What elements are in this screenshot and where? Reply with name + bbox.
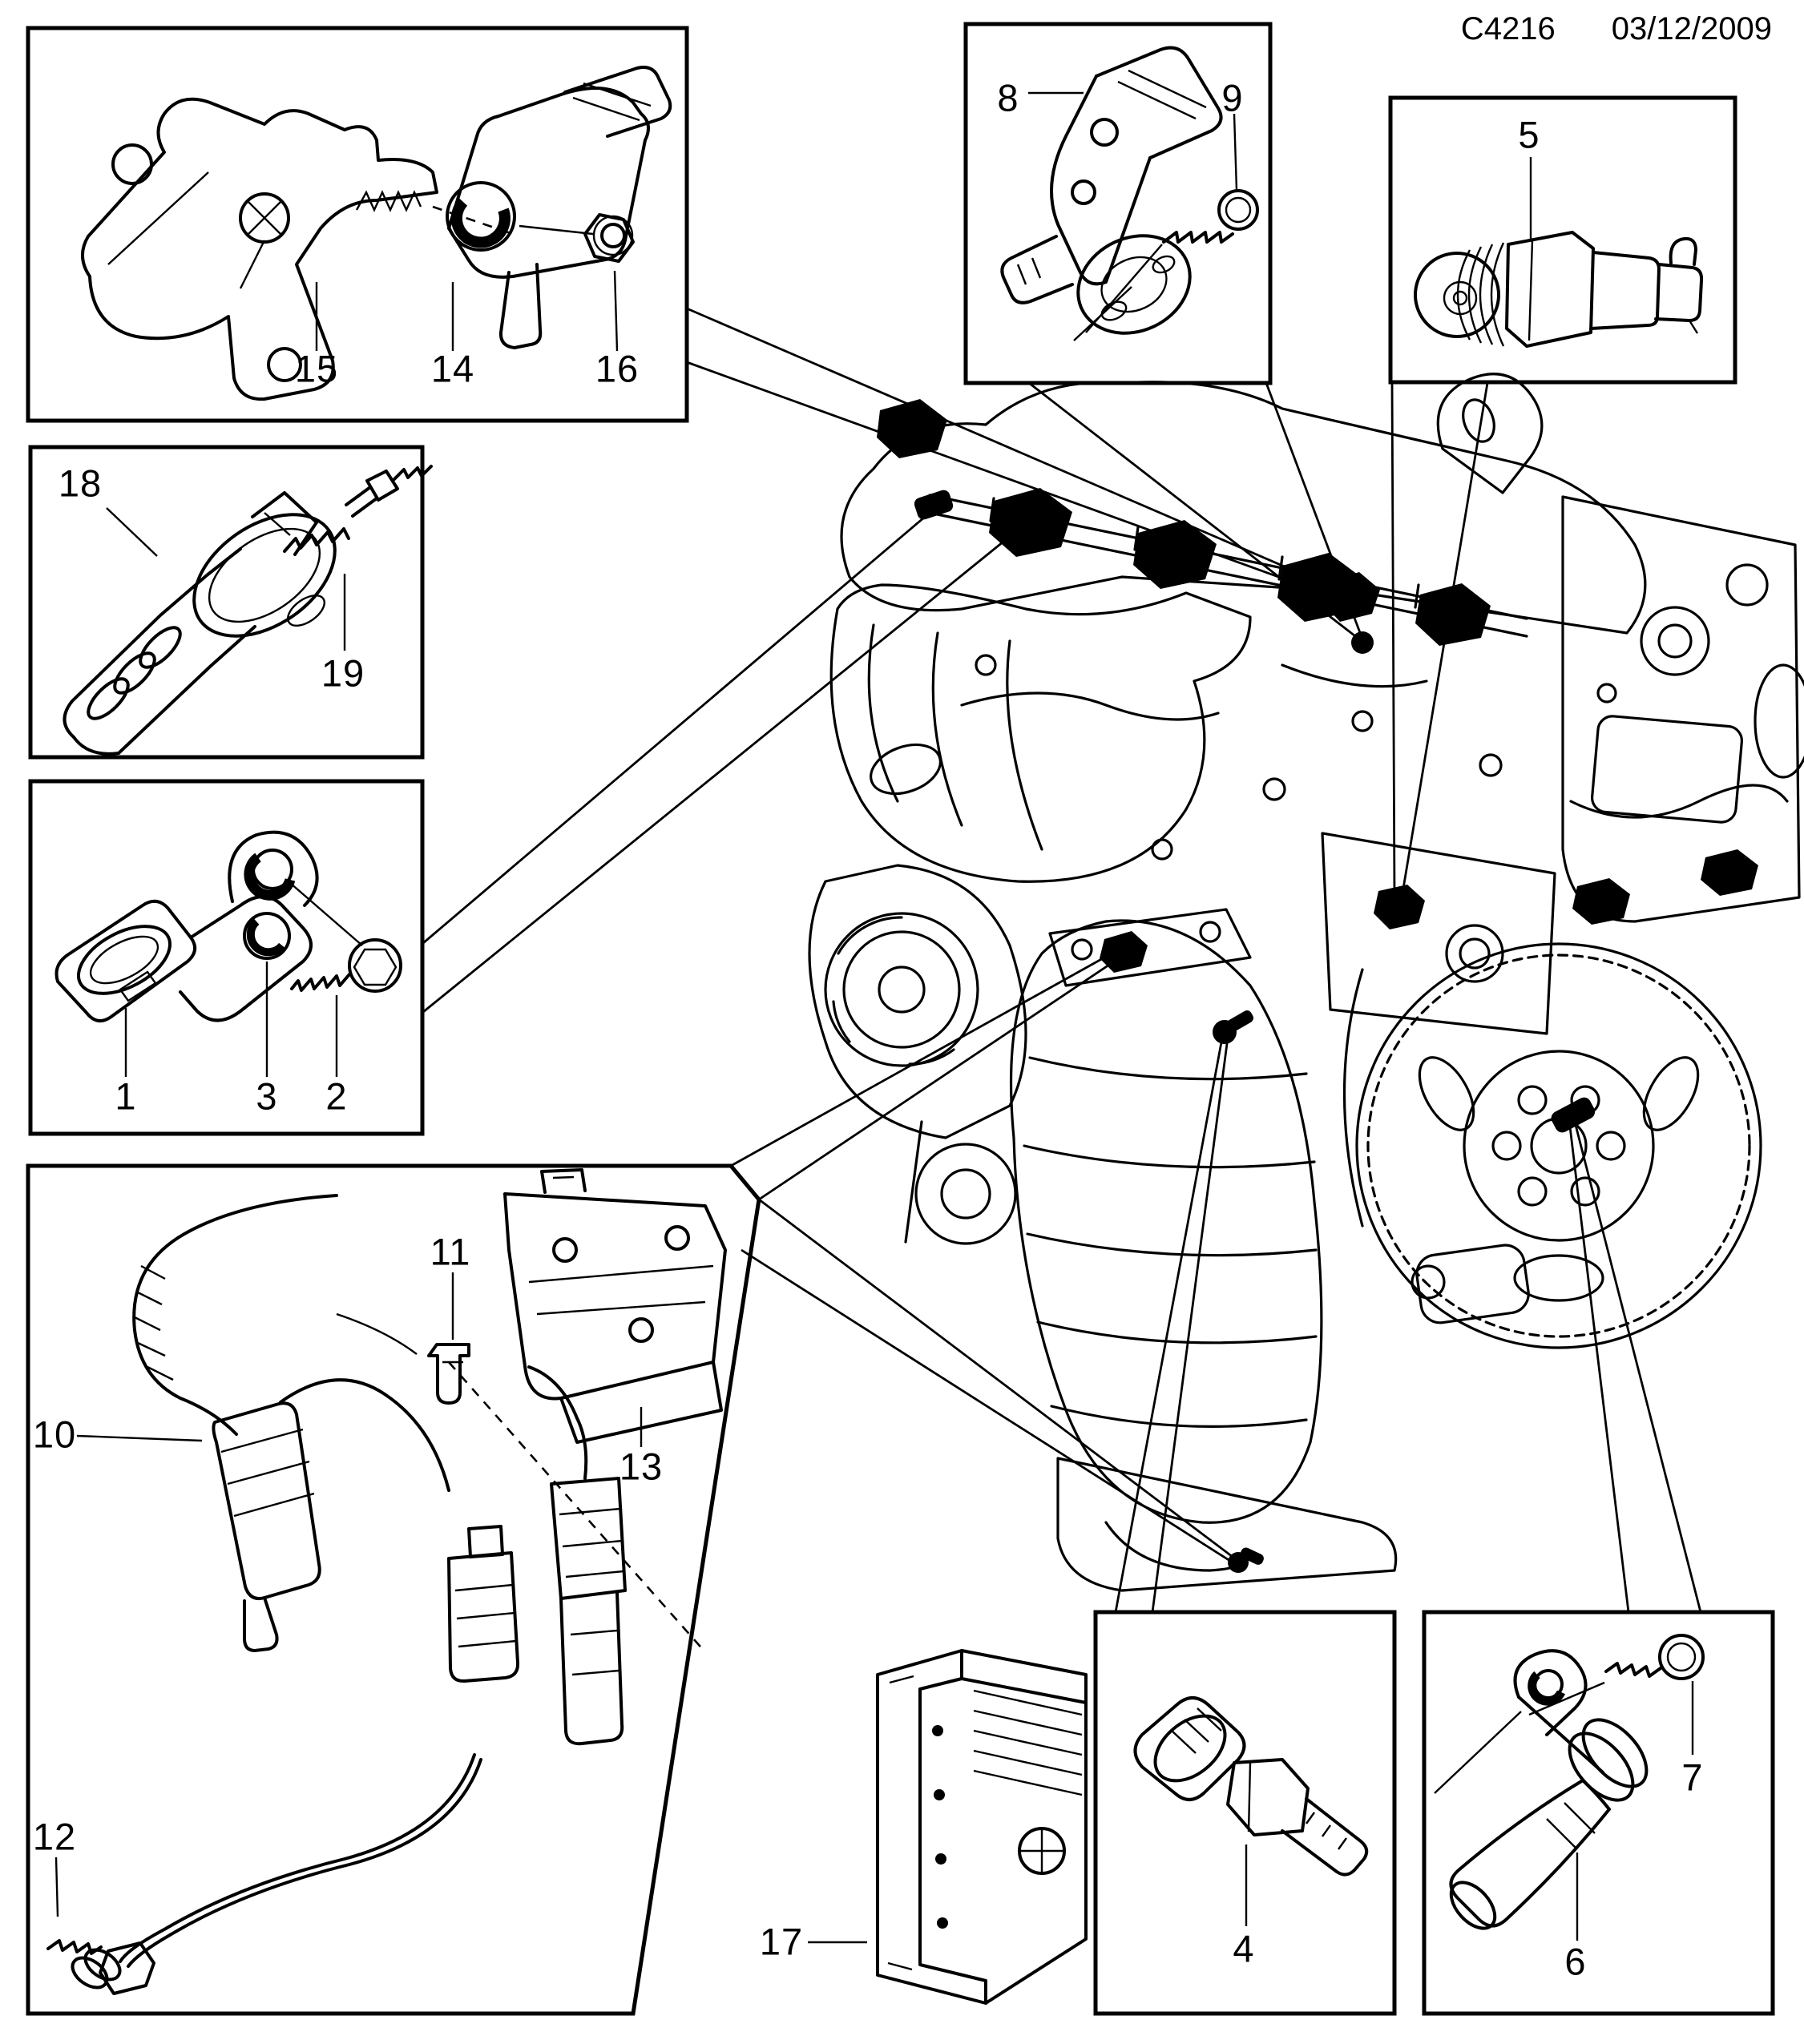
part-label-11: 11 [430,1230,471,1273]
pointer-12 [54,1857,59,1917]
box-15-14-16 [26,26,689,423]
part-drawing-11-clip [427,1343,470,1405]
part-drawing-connectors [336,1312,706,1746]
part-drawing-10-oxygen-sensor [132,1194,450,1652]
part-label-10: 10 [32,1413,77,1456]
box-10-13 [26,1163,761,2016]
pointer-10 [76,1434,203,1442]
engine-illustration [808,373,1804,1592]
part-label-7: 7 [1681,1756,1704,1799]
leader-lines [422,307,1702,1613]
part-label-13: 13 [619,1445,664,1488]
part-label-2: 2 [325,1074,348,1118]
part-drawing-12-oxygen-sensor [46,1753,482,1995]
part-label-4: 4 [1233,1927,1255,1970]
part-drawing-2-bolt [290,938,402,993]
part-label-12: 12 [32,1815,77,1858]
part-drawing-6-crank-sensor [1434,1649,1649,1930]
part-drawing-3-washer [243,912,291,960]
box-5 [1388,95,1737,385]
part-drawing-19-stud [283,465,433,553]
part-label-6: 6 [1564,1940,1587,1983]
part-drawing-14-pressure-sensor [355,65,672,349]
part-drawing-9-screw [1085,189,1259,333]
drawing-date: 03/12/2009 [1611,11,1772,46]
header: C4216 03/12/2009 [1461,11,1772,47]
part-label-14: 14 [430,347,475,390]
part-drawing-18-cam-sensor [63,491,337,756]
pointer-16 [613,270,619,352]
part-label-5: 5 [1518,113,1540,156]
part-label-19: 19 [321,651,365,695]
part-drawing-13-bracket [503,1168,727,1444]
part-label-18: 18 [58,462,103,505]
drawing-code: C4216 [1460,11,1556,46]
part-drawing-1-sensor [54,830,363,1022]
part-label-17: 17 [759,1920,804,1963]
box-18-19 [28,445,425,760]
box-6-7 [1422,1610,1775,2016]
part-drawing-5-oil-pressure-switch [1414,231,1704,348]
part-label-9: 9 [1221,76,1244,119]
pointer-18 [106,507,158,557]
part-drawing-17-ecu [876,1649,1088,2005]
box-1-3-2 [28,779,425,1136]
part-label-1: 1 [115,1074,137,1118]
part-label-8: 8 [997,76,1019,119]
box-4 [1093,1610,1397,2016]
part-label-16: 16 [595,347,640,390]
part-drawing-15-bracket [81,97,438,401]
part-drawing-16-nut [583,213,635,263]
part-drawing-4-temp-sensor [1133,1696,1369,1877]
part-label-15: 15 [294,347,339,390]
part-label-3: 3 [256,1074,278,1118]
pointer-9 [1233,113,1238,191]
callout-boxes [26,22,1775,2016]
part-drawing-7-bolt [1528,1634,1705,1716]
part-drawing-8-map-sensor [1000,46,1223,341]
